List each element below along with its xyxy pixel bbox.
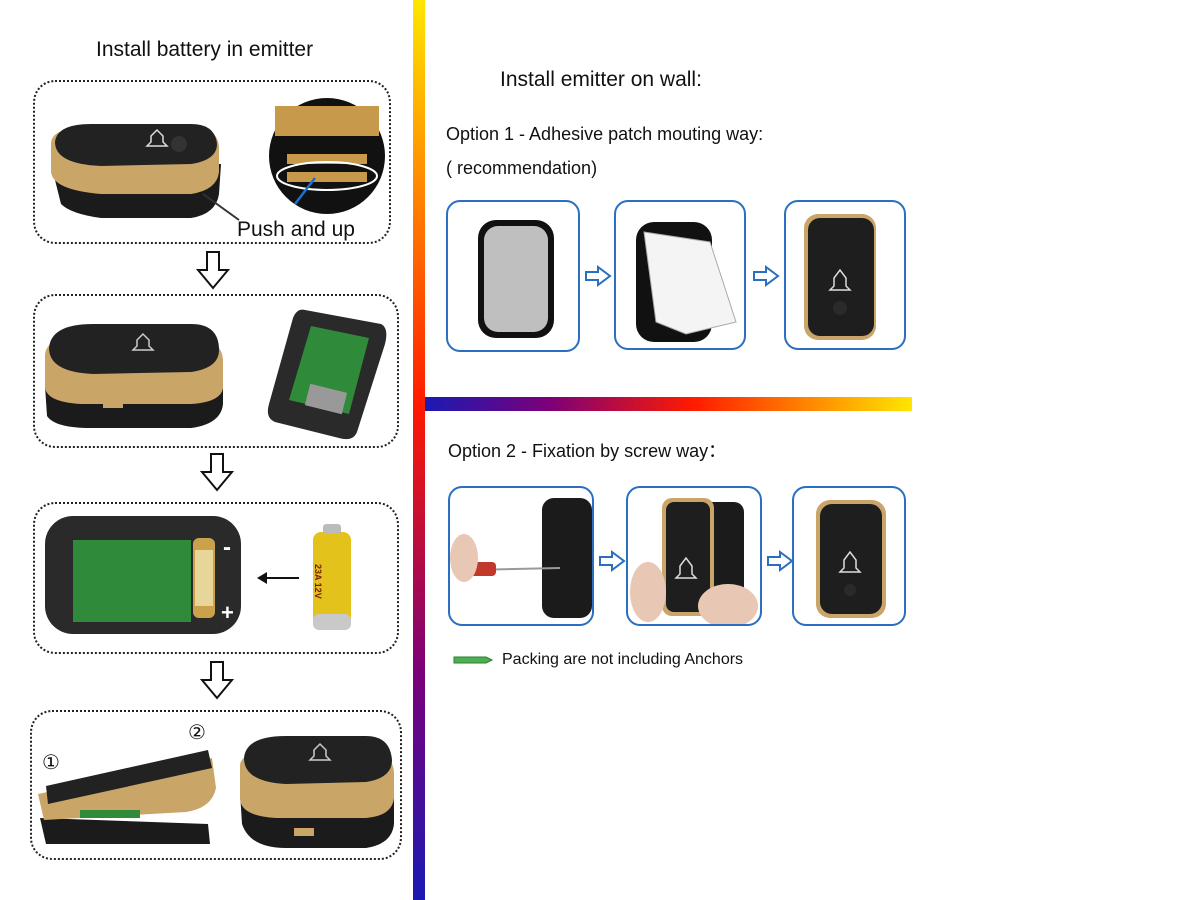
adhesive-step1-image [446, 200, 580, 352]
anchor-icon [453, 656, 494, 664]
battery-icon [313, 524, 351, 630]
screw-step1-image [448, 486, 594, 626]
option1-note: ( recommendation) [446, 158, 598, 178]
option1-heading: Option 1 - Adhesive patch mouting way: [446, 124, 764, 144]
right-arrow-icon [767, 550, 794, 572]
down-arrow-icon [196, 251, 230, 290]
step-label-2: ② [188, 722, 206, 744]
adhesive-step3-image [784, 200, 906, 350]
adhesive-step2-image [614, 200, 746, 350]
battery-text: 23A 12V [313, 564, 323, 599]
down-arrow-icon [200, 661, 234, 700]
pointer-line [202, 193, 240, 221]
screw-step2-image [626, 486, 762, 626]
step3-box: - + 23A 12V [33, 502, 399, 654]
emitter-opened-image [45, 324, 223, 428]
emitter-closed-image [240, 736, 394, 848]
right-title: Install emitter on wall: [500, 68, 702, 91]
right-arrow-icon [585, 265, 612, 287]
plus-label: + [221, 600, 234, 625]
push-label: Push and up [237, 218, 355, 241]
emitter-device-image [51, 124, 221, 218]
emitter-battery-slot-image [45, 516, 241, 634]
insert-arrow-icon [257, 572, 299, 584]
step2-box [33, 294, 399, 448]
vertical-divider [413, 0, 425, 900]
screw-step3-image [792, 486, 906, 626]
option2-heading: Option 2 - Fixation by screw way： [448, 441, 727, 461]
bell-icon [828, 268, 852, 291]
minus-label: - [223, 534, 231, 561]
battery-door-closeup-image [269, 98, 385, 214]
right-arrow-icon [753, 265, 780, 287]
bell-icon [145, 128, 169, 147]
horizontal-divider [425, 397, 912, 411]
down-arrow-icon [200, 453, 234, 492]
step-label-1: ① [42, 752, 60, 774]
emitter-back-pcb-image [267, 309, 387, 440]
anchors-note: Packing are not including Anchors [502, 651, 744, 668]
step1-box: Push and up [33, 80, 391, 244]
step4-box: ① ② [30, 710, 402, 860]
left-title: Install battery in emitter [96, 38, 314, 61]
emitter-closing-image [38, 750, 216, 844]
right-arrow-icon [599, 550, 626, 572]
